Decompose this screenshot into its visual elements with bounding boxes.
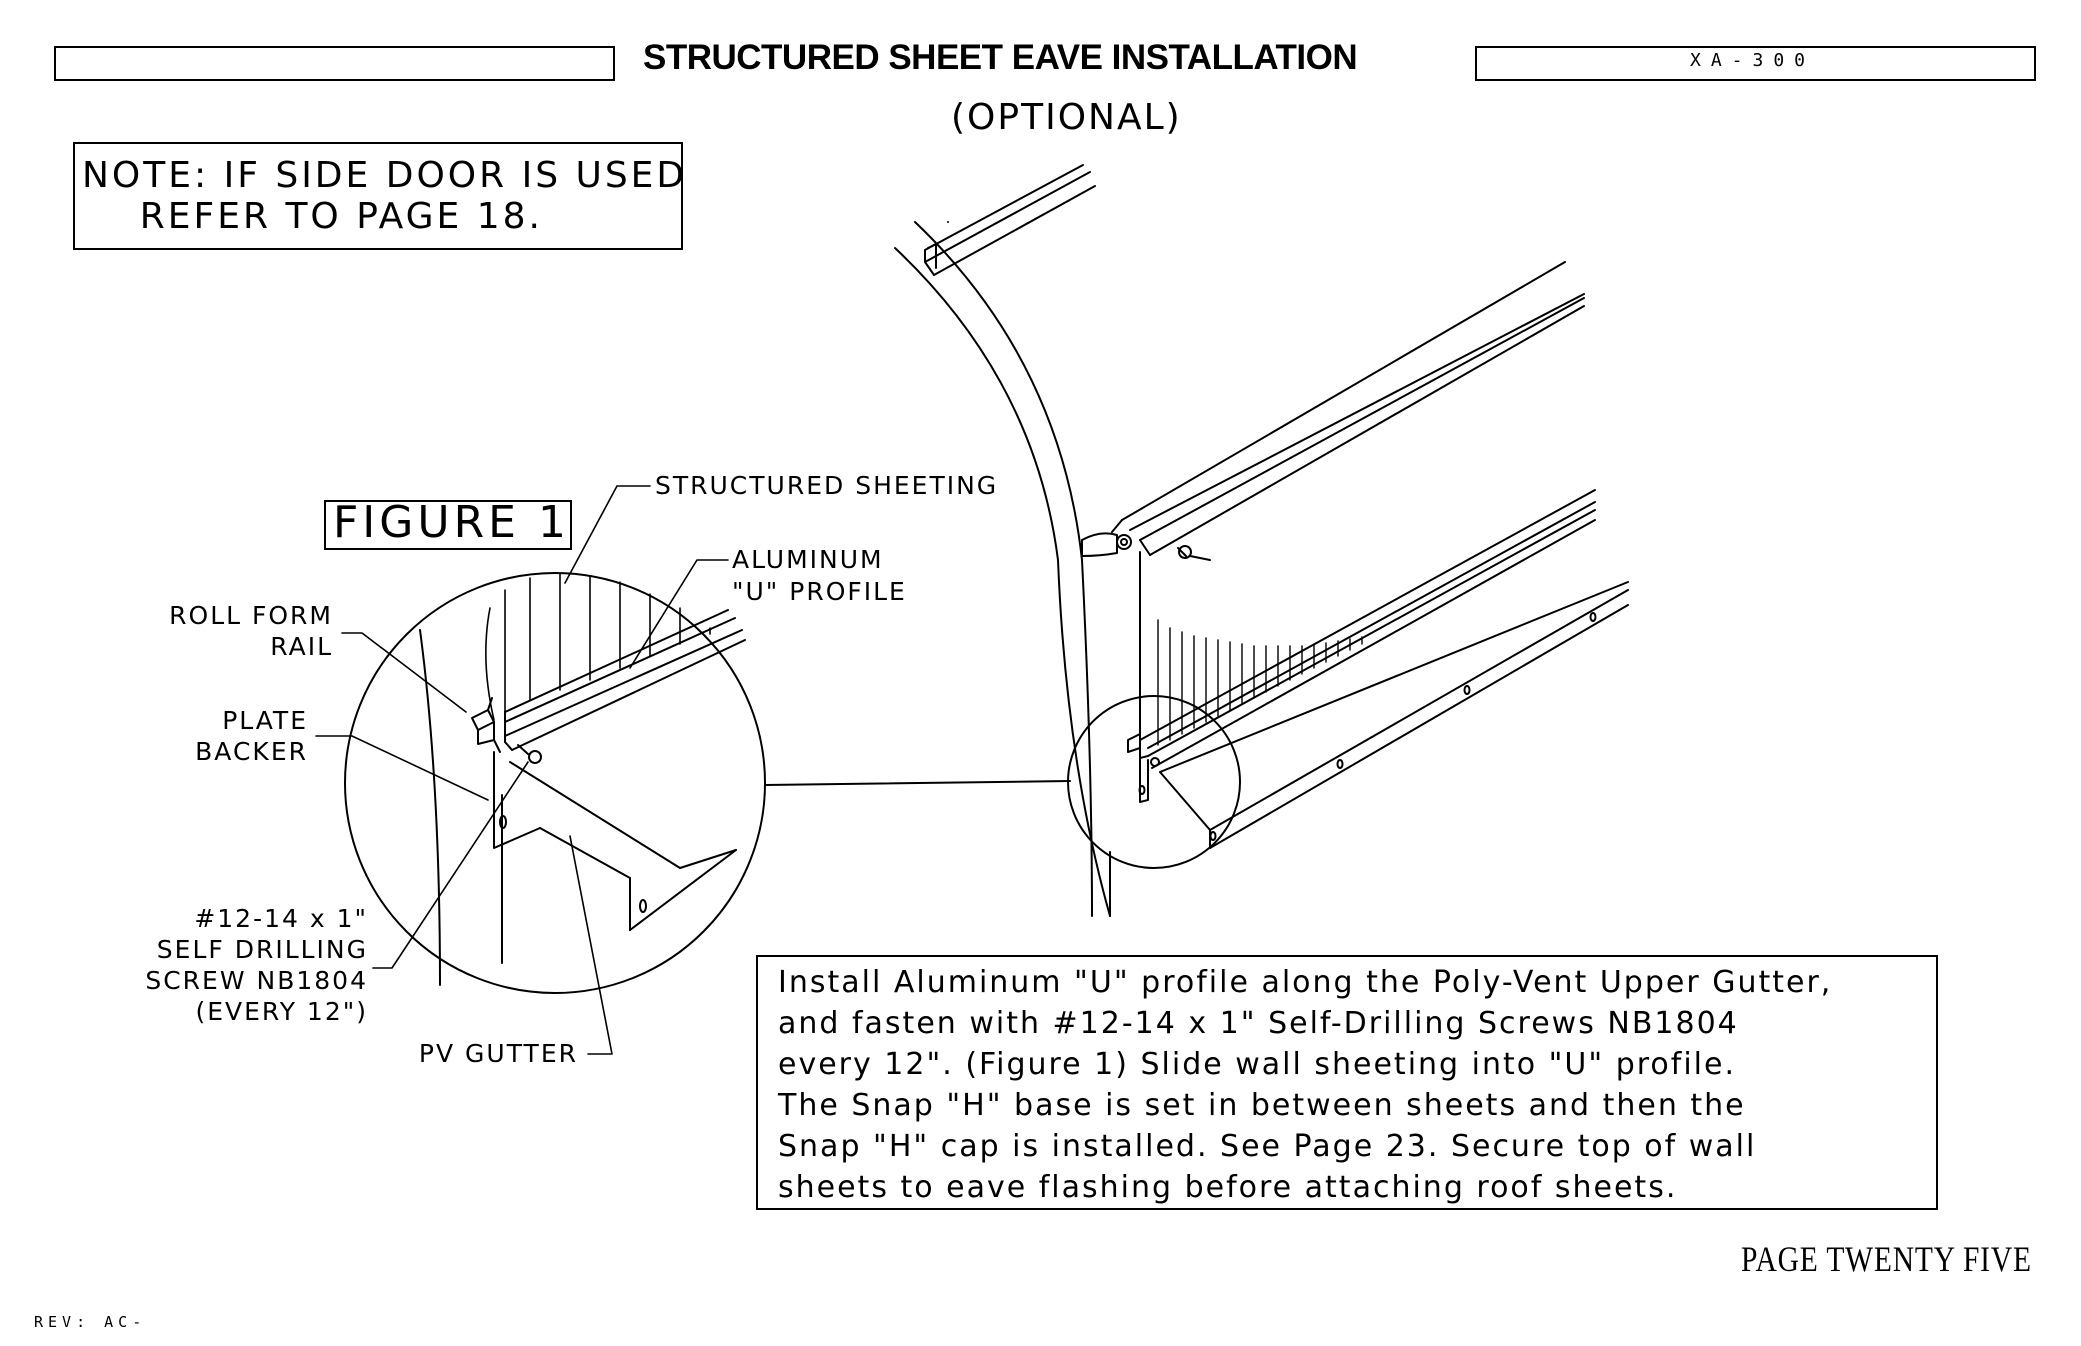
callout-screw-line1: #12-14 x 1"	[194, 904, 368, 933]
main-screw	[1177, 545, 1211, 561]
title-frame-left	[54, 46, 615, 81]
figure-label-box	[324, 500, 572, 550]
note-line-2: REFER TO PAGE 18.	[82, 196, 543, 237]
detail-circle	[344, 572, 766, 994]
callout-structured-sheeting: STRUCTURED SHEETING	[655, 471, 999, 500]
main-roof-rib	[894, 221, 1111, 917]
callout-roll-form-line1: ROLL FORM	[169, 601, 333, 630]
page-number: PAGE TWENTY FIVE	[1741, 1239, 2032, 1279]
instruction-line-3: every 12". (Figure 1) Slide wall sheetin…	[778, 1047, 1737, 1082]
instruction-line-5: Snap "H" cap is installed. See Page 23. …	[778, 1129, 1757, 1164]
main-upper-purlin	[924, 164, 1096, 276]
main-u-profile	[1139, 489, 1596, 769]
note-box	[73, 142, 683, 250]
figure-label: FIGURE 1	[333, 497, 570, 548]
instruction-line-4: The Snap "H" base is set in between shee…	[778, 1088, 1746, 1123]
callout-plate-line1: PLATE	[222, 706, 308, 735]
callout-screw-line3: SCREW NB1804	[145, 966, 368, 995]
main-eave-flashing	[1081, 261, 1585, 557]
callout-screw-line2: SELF DRILLING	[156, 935, 368, 964]
title-frame-right	[1475, 46, 2036, 81]
instruction-line-2: and fasten with #12-14 x 1" Self-Drillin…	[778, 1006, 1739, 1041]
callout-leaders	[315, 485, 729, 1055]
callout-aluminum-line2: "U" PROFILE	[732, 577, 907, 606]
main-pv-gutter	[1138, 581, 1629, 849]
detail-connector-line	[764, 780, 1071, 786]
detail-roll-form-rail	[471, 697, 501, 753]
detail-screw	[517, 744, 542, 764]
callout-roll-form-line2: RAIL	[270, 632, 333, 661]
page-title: STRUCTURED SHEET EAVE INSTALLATION	[643, 38, 1358, 77]
page-subtitle: (OPTIONAL)	[951, 97, 1182, 138]
drawing-code: XA-300	[1690, 50, 1816, 71]
instruction-text: Install Aluminum "U" profile along the P…	[778, 962, 1832, 1208]
note-line-1: NOTE: IF SIDE DOOR IS USED	[82, 155, 688, 196]
detail-wall-post	[419, 629, 503, 986]
instruction-line-6: sheets to eave flashing before attaching…	[778, 1170, 1678, 1205]
main-zoom-circle	[1067, 695, 1241, 869]
revision-label: REV: AC-	[34, 1313, 147, 1331]
instruction-box	[756, 955, 1938, 1210]
detail-pv-gutter	[493, 751, 737, 931]
detail-sheeting-lines	[485, 573, 711, 721]
callout-plate-line2: BACKER	[195, 737, 308, 766]
callout-aluminum-line1: ALUMINUM	[732, 545, 884, 574]
callout-screw-line4: (EVERY 12")	[195, 997, 368, 1026]
main-rail-clip	[1127, 733, 1160, 767]
detail-u-profile	[504, 609, 746, 751]
instruction-line-1: Install Aluminum "U" profile along the P…	[778, 965, 1833, 1000]
callout-pv-gutter: PV GUTTER	[418, 1039, 578, 1068]
